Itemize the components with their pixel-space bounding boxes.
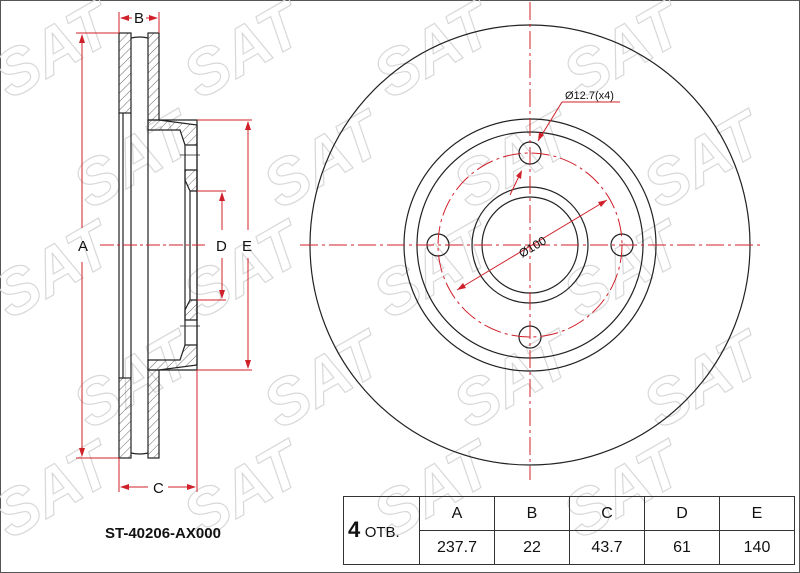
label-a: A — [78, 238, 88, 255]
holes-count: 4 — [348, 517, 361, 542]
spec-table: 4 ОТВ. A B C D E 237.7 22 43.7 61 140 — [343, 496, 795, 565]
left-plate-top — [118, 32, 132, 114]
value-c: 43.7 — [569, 530, 645, 565]
header-c: C — [569, 496, 645, 531]
label-d: D — [216, 238, 227, 255]
label-c: C — [153, 480, 164, 497]
value-b: 22 — [494, 530, 570, 565]
header-b: B — [494, 496, 570, 531]
right-plate-top — [147, 32, 160, 121]
header-a: A — [419, 496, 495, 531]
watermark-logo: SAT — [441, 96, 588, 222]
hole-diameter-label: Ø12.7(x4) — [565, 90, 614, 102]
side-view — [118, 32, 200, 459]
label-b: B — [134, 10, 144, 27]
watermark-logo: SAT — [61, 96, 208, 222]
holes-suffix: ОТВ. — [364, 524, 400, 541]
value-e: 140 — [719, 530, 795, 565]
watermark-logo: SAT — [361, 0, 508, 112]
value-a: 237.7 — [419, 530, 495, 565]
value-d: 61 — [644, 530, 720, 565]
header-d: D — [644, 496, 720, 531]
watermark-logo: SAT — [171, 0, 318, 112]
holes-count-cell: 4 ОТВ. — [343, 496, 420, 565]
header-e: E — [719, 496, 795, 531]
watermark-logo: SAT — [0, 206, 128, 332]
watermark-logo: SAT — [251, 96, 398, 222]
label-e: E — [242, 238, 252, 255]
front-arrows — [457, 132, 607, 290]
watermark-logo: SAT — [251, 316, 398, 442]
dimension-arrows — [79, 15, 251, 490]
right-plate-bottom — [147, 369, 160, 459]
left-plate-bottom — [118, 377, 132, 459]
part-number: ST-40206-AX000 — [105, 525, 221, 542]
watermark-logo: SAT — [631, 96, 778, 222]
watermark-logo: SAT — [61, 316, 208, 442]
front-dimensions — [300, 2, 760, 480]
watermark-logo: SAT — [441, 316, 588, 442]
watermark-logo: SAT — [0, 0, 128, 112]
